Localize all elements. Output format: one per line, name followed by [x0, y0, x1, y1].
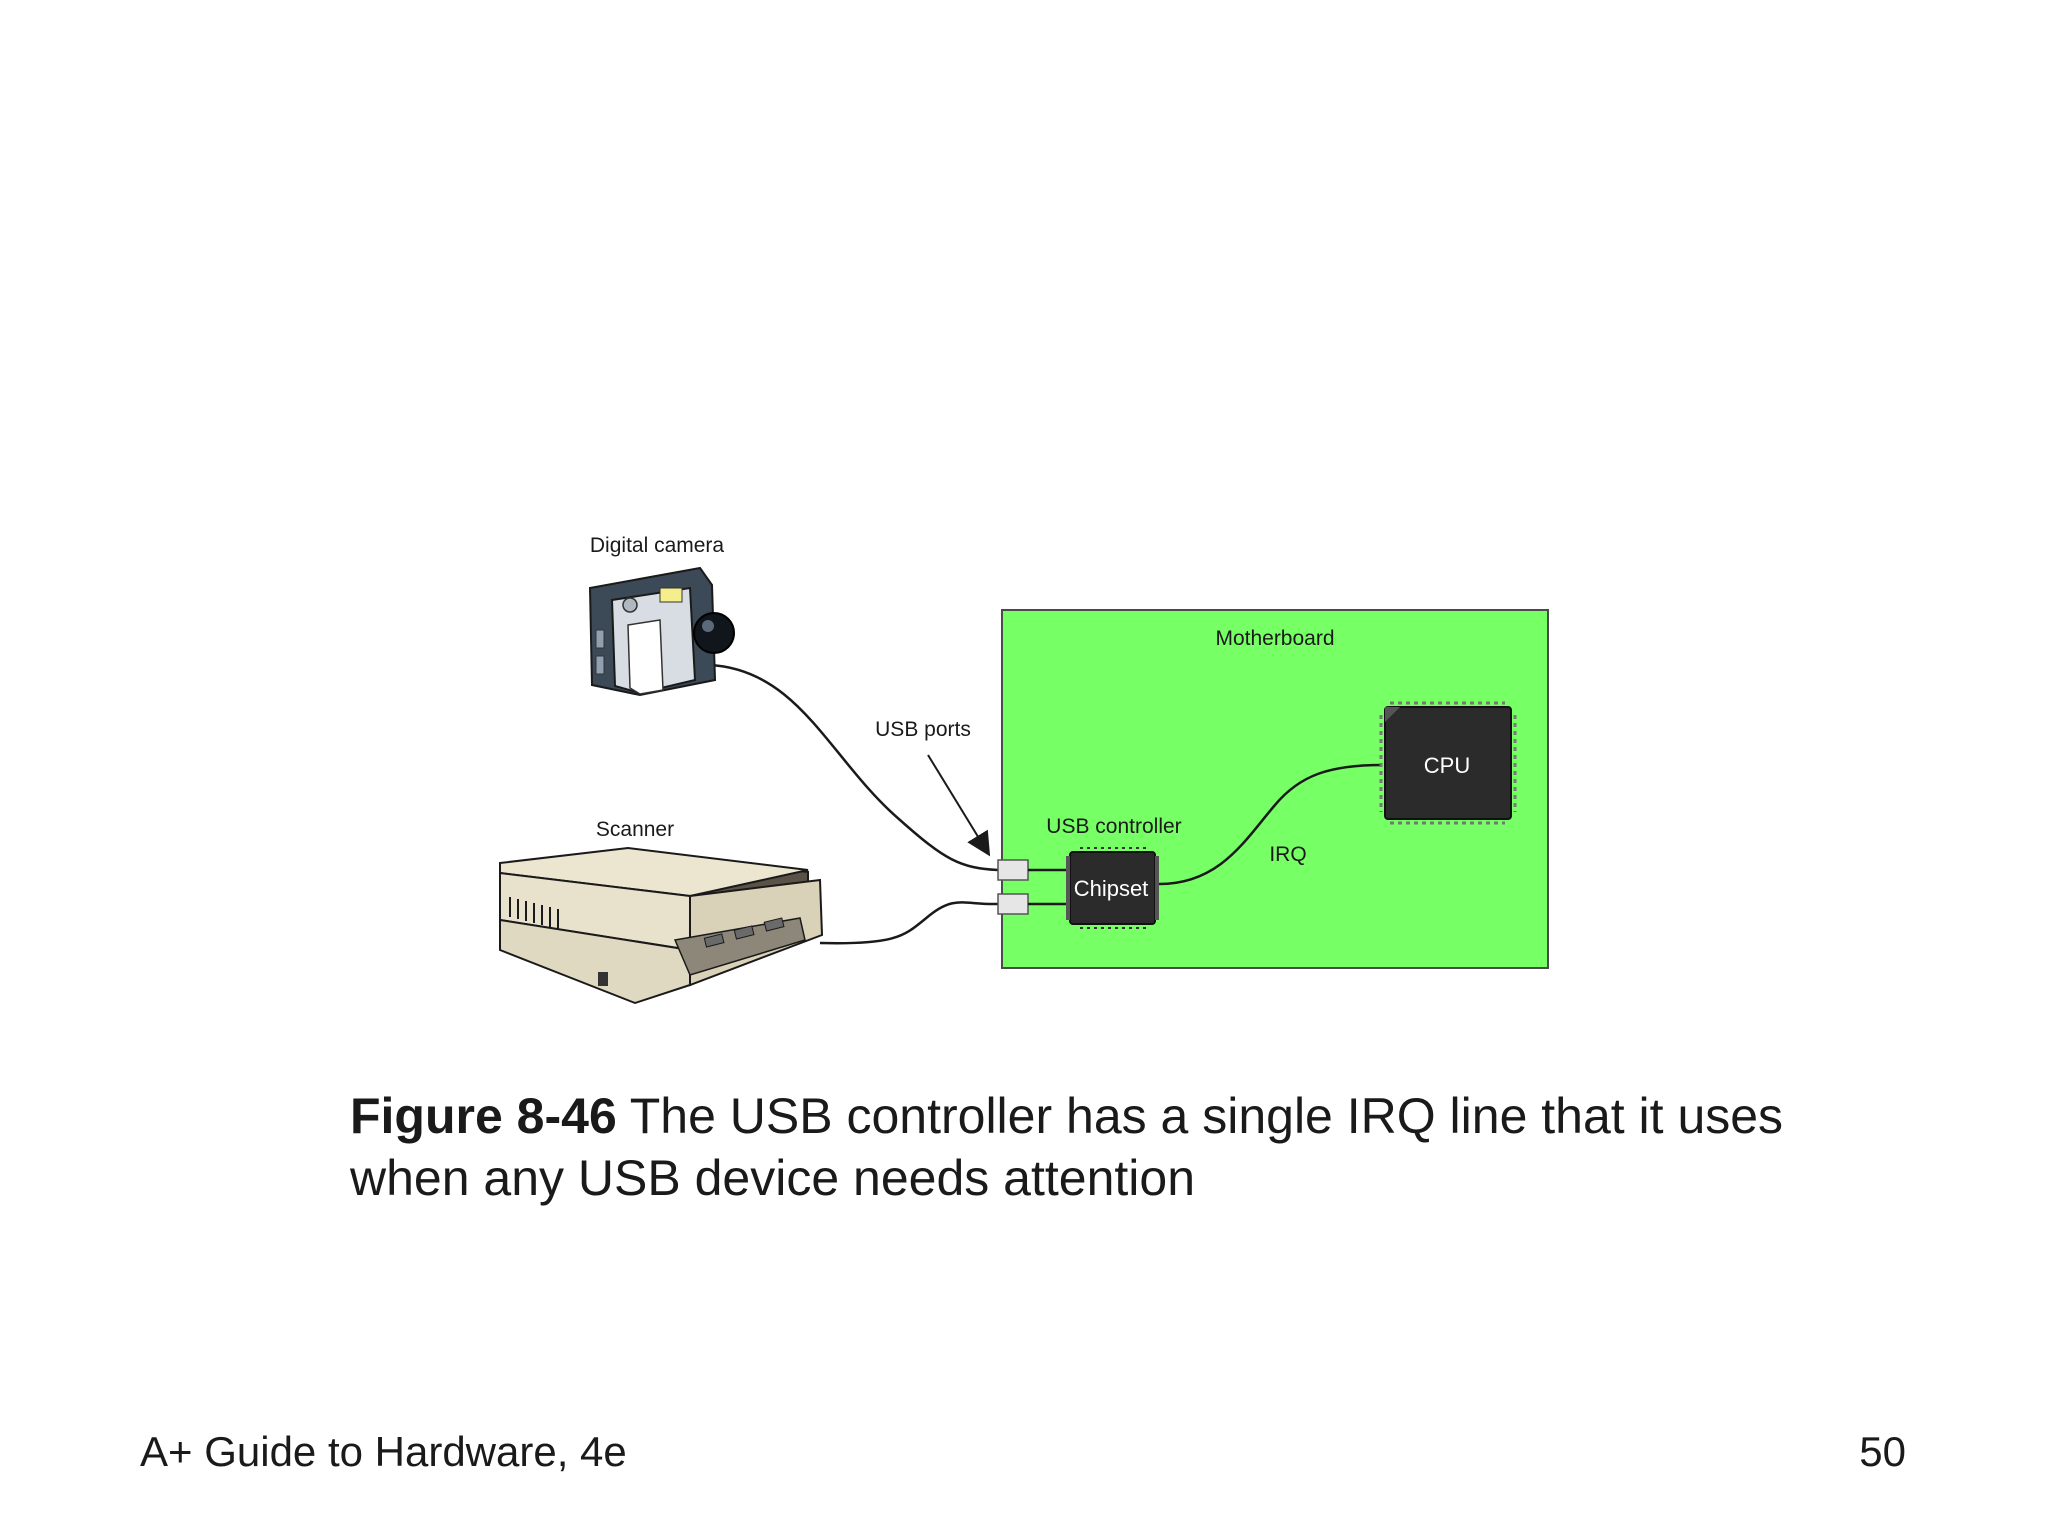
chipset-chip [1066, 847, 1159, 929]
book-title: A+ Guide to Hardware, 4e [140, 1428, 627, 1475]
page-number: 50 [1859, 1428, 1906, 1475]
camera-label: Digital camera [590, 534, 725, 557]
figure-caption: Figure 8-46 The USB controller has a sin… [350, 1085, 1910, 1209]
usb-port-2 [997, 893, 1029, 915]
usb-ports-arrow [927, 754, 991, 857]
irq-label: IRQ [1269, 843, 1306, 866]
motherboard-label: Motherboard [1215, 627, 1334, 650]
caption-text: The USB controller has a single IRQ line… [350, 1088, 1784, 1206]
cpu-label: CPU [1424, 753, 1470, 778]
usb-port-1 [997, 859, 1029, 881]
digital-camera-icon [588, 566, 735, 697]
usb-controller-label: USB controller [1046, 815, 1181, 838]
chipset-label: Chipset [1074, 876, 1149, 901]
usb-ports-label: USB ports [875, 718, 971, 741]
scanner-label: Scanner [596, 818, 674, 841]
cpu-chip [1379, 701, 1517, 825]
irq-line [1158, 763, 1383, 886]
usb-irq-diagram: Motherboard USB ports USB controller Chi… [498, 534, 1549, 1005]
scanner-icon [498, 846, 824, 1005]
camera-cable [709, 663, 999, 872]
scanner-cable [819, 901, 999, 945]
figure-number: Figure 8-46 [350, 1088, 617, 1144]
